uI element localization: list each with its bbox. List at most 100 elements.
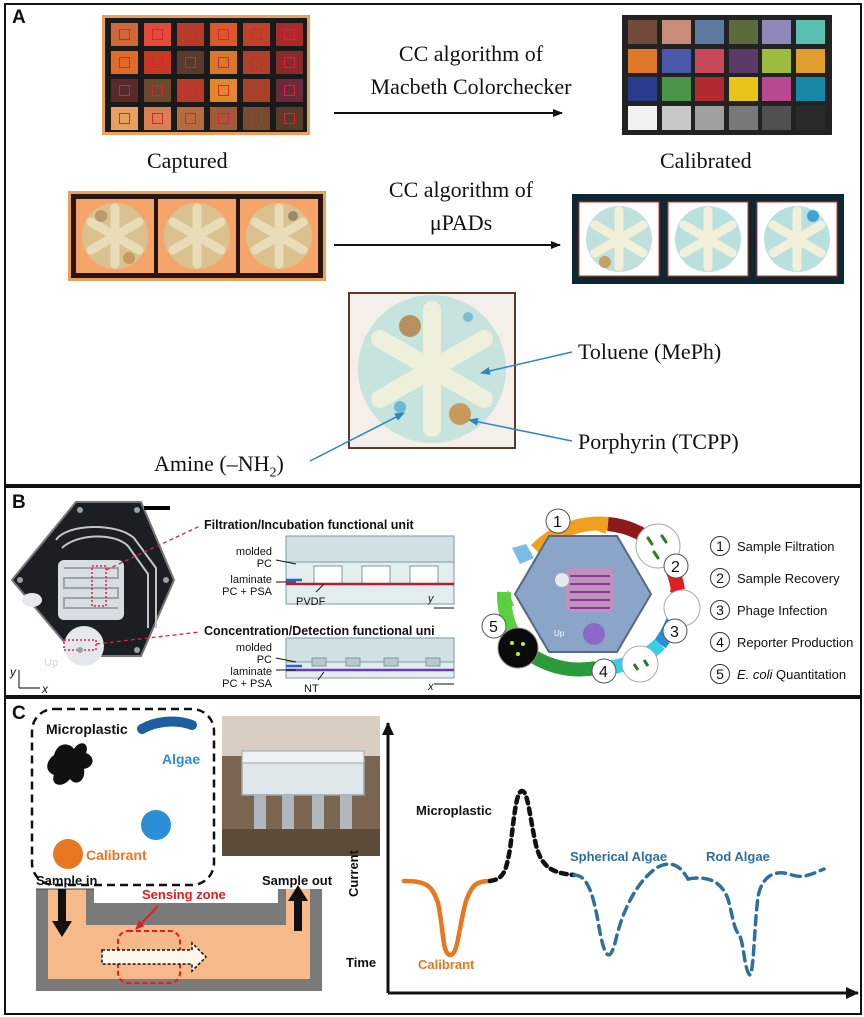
cycle-badge-4: 4 xyxy=(599,664,608,681)
captured-swatch xyxy=(177,51,204,74)
workflow-cycle: Up xyxy=(496,516,701,683)
cycle-step-badges: 1 2 3 4 5 xyxy=(481,508,689,684)
captured-swatch xyxy=(144,51,171,74)
chip-up-text: Up xyxy=(44,657,58,669)
amine-label-prefix: Amine (–NH xyxy=(154,451,270,476)
captured-colorchecker xyxy=(102,15,310,135)
captured-swatch-marker xyxy=(152,57,163,68)
connector-top xyxy=(105,525,201,571)
cross-section-filtration xyxy=(275,535,455,609)
unit2-molded: molded xyxy=(235,642,272,654)
calibrated-swatch xyxy=(661,77,691,101)
unit2-title: Concentration/Detection functional uni xyxy=(204,624,435,638)
sample-out-label: Sample out xyxy=(262,873,333,888)
captured-swatch-marker xyxy=(251,29,262,40)
chart-x-label: Time xyxy=(346,955,377,970)
captured-swatch-marker xyxy=(152,85,163,96)
captured-swatch xyxy=(111,23,138,46)
calibrated-upad-3 xyxy=(756,201,838,277)
captured-swatch-marker xyxy=(251,113,262,124)
step-1-number: 1 xyxy=(710,536,730,556)
cycle-badge-1: 1 xyxy=(553,514,562,531)
captured-upad-2 xyxy=(158,199,236,273)
panel-c: C xyxy=(4,697,862,1015)
captured-upad-3 xyxy=(240,199,318,273)
unit2-molded-label: molded PC xyxy=(232,642,272,666)
captured-upad-strip xyxy=(68,191,326,281)
calibrated-swatch xyxy=(795,20,825,44)
captured-swatch-marker xyxy=(185,29,196,40)
trace-microplastic xyxy=(487,788,577,884)
captured-swatch xyxy=(243,107,270,130)
nt-label: NT xyxy=(304,683,319,695)
porphyrin-label: Porphyrin (TCPP) xyxy=(578,429,739,454)
pvdf-label: PVDF xyxy=(296,596,326,608)
step-5: 5 E. coli Quantitation xyxy=(710,664,846,684)
captured-swatch xyxy=(276,23,303,46)
unit1-pc-psa: PC + PSA xyxy=(222,586,272,598)
device-photo xyxy=(222,716,380,856)
captured-swatch xyxy=(210,51,237,74)
chip-axes xyxy=(18,670,40,689)
chip-axis-y: y xyxy=(9,665,17,679)
sensing-zone-pointer xyxy=(135,905,159,930)
toluene-label: Toluene (MePh) xyxy=(578,339,722,364)
unit1-laminate: laminate xyxy=(230,574,272,586)
trace-rod-algae xyxy=(686,867,826,978)
captured-swatch-marker xyxy=(218,29,229,40)
unit1-title: Filtration/Incubation functional unit xyxy=(204,518,414,532)
calibrated-swatch xyxy=(795,77,825,101)
cycle-badge-5: 5 xyxy=(489,619,498,636)
step-4: 4 Reporter Production xyxy=(710,632,853,652)
unit1-molded: molded xyxy=(235,546,272,558)
toluene-pointer xyxy=(480,351,573,375)
trace-baseline-calibrant xyxy=(401,878,493,958)
captured-swatch xyxy=(111,107,138,130)
captured-swatch-marker xyxy=(119,113,130,124)
captured-swatch-marker xyxy=(218,113,229,124)
calibrant-shape xyxy=(53,839,83,869)
captured-swatch-marker xyxy=(284,57,295,68)
step-5-number: 5 xyxy=(710,664,730,684)
panel-c-label: C xyxy=(12,703,26,724)
step-2-label: Sample Recovery xyxy=(737,570,840,586)
arrow1-label-line2: Macbeth Colorchecker xyxy=(370,74,572,99)
step-3: 3 Phage Infection xyxy=(710,600,827,620)
channel-device xyxy=(36,885,322,991)
captured-swatch xyxy=(276,107,303,130)
step-2-number: 2 xyxy=(710,568,730,588)
captured-swatch xyxy=(210,107,237,130)
unit2-pc: PC xyxy=(256,654,272,666)
chart-label-calibrant: Calibrant xyxy=(418,957,475,972)
chart-y-label: Current xyxy=(346,850,361,897)
captured-swatch xyxy=(177,79,204,102)
captured-swatch xyxy=(210,23,237,46)
chart-label-microplastic: Microplastic xyxy=(416,803,492,818)
calibrated-swatch xyxy=(728,77,758,101)
step-2: 2 Sample Recovery xyxy=(710,568,840,588)
hex-chip: Up xyxy=(10,501,176,669)
captured-swatch-marker xyxy=(185,57,196,68)
panel-b-label: B xyxy=(12,492,26,513)
cross-section-concentration xyxy=(275,637,455,685)
step-1: 1 Sample Filtration xyxy=(710,536,835,556)
captured-swatch-marker xyxy=(284,113,295,124)
algae-sphere-shape xyxy=(141,810,171,840)
calibrated-swatch xyxy=(661,20,691,44)
captured-swatch xyxy=(243,23,270,46)
step-1-label: Sample Filtration xyxy=(737,538,835,554)
calibrated-swatch xyxy=(628,48,657,73)
panel-b: B Up y x xyxy=(4,486,862,697)
captured-swatch xyxy=(243,79,270,102)
calibrated-swatch xyxy=(795,105,825,130)
calibrated-swatch xyxy=(661,48,691,73)
captured-upad-1 xyxy=(76,199,154,273)
cycle-badge-3: 3 xyxy=(670,624,679,641)
calibrated-upad-1 xyxy=(578,201,660,277)
unit1-pc: PC xyxy=(256,558,272,570)
porphyrin-pointer xyxy=(468,417,573,442)
calibrated-swatch xyxy=(728,20,758,44)
captured-swatch-marker xyxy=(284,29,295,40)
calibrated-swatch xyxy=(695,77,724,101)
axis-x-section: x xyxy=(427,681,434,693)
